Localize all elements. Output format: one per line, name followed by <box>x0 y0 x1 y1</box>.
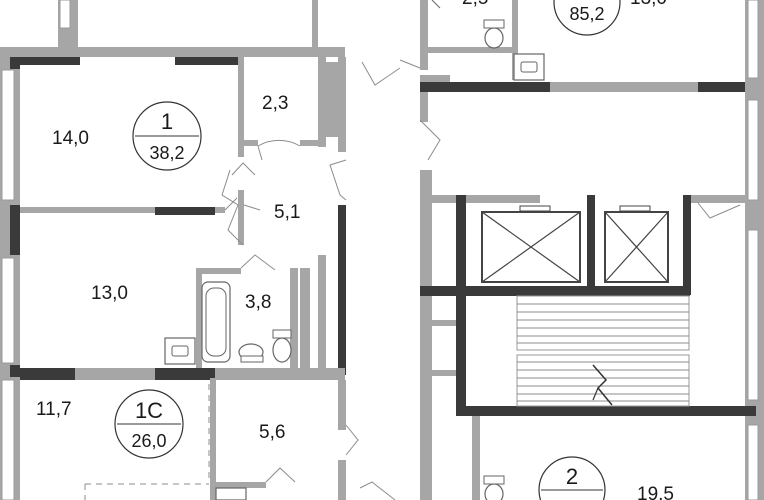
apartment-marker-1c: 1С 26,0 <box>114 389 184 459</box>
room-label: 3,8 <box>245 292 271 313</box>
room-label: 19,5 <box>637 484 674 500</box>
apartment-number: 2 <box>566 464 578 489</box>
room-label: 5,6 <box>259 422 285 443</box>
apartment-number: 1С <box>135 398 163 423</box>
room-label: 5,1 <box>274 202 300 223</box>
room-label: 2,3 <box>262 93 288 114</box>
room-labels: 14,0 2,3 5,1 13,0 3,8 11,7 5,6 2,5 13,0 … <box>36 0 674 500</box>
apartment-area: 26,0 <box>131 431 166 451</box>
staircase <box>516 295 690 407</box>
room-label: 13,0 <box>630 0 667 9</box>
right-building-walls <box>420 0 764 500</box>
room-label: 13,0 <box>91 283 128 304</box>
room-label: 14,0 <box>52 128 89 149</box>
elevator-shafts <box>481 205 669 283</box>
exterior-walls <box>0 0 345 500</box>
apartment-marker-top: 85,2 <box>553 0 621 36</box>
dashed-divider <box>84 384 210 500</box>
interior-walls-left <box>20 57 346 500</box>
room-label: 11,7 <box>36 399 72 420</box>
apartment-number: 1 <box>161 109 173 134</box>
apartment-marker-2: 2 <box>538 456 606 500</box>
apartment-area: 85,2 <box>569 4 604 24</box>
bathroom-fixtures <box>164 0 545 500</box>
apartment-marker-1: 1 38,2 <box>132 101 202 171</box>
doors <box>221 59 741 500</box>
apartment-area: 38,2 <box>149 143 184 163</box>
room-label: 2,5 <box>462 0 488 9</box>
